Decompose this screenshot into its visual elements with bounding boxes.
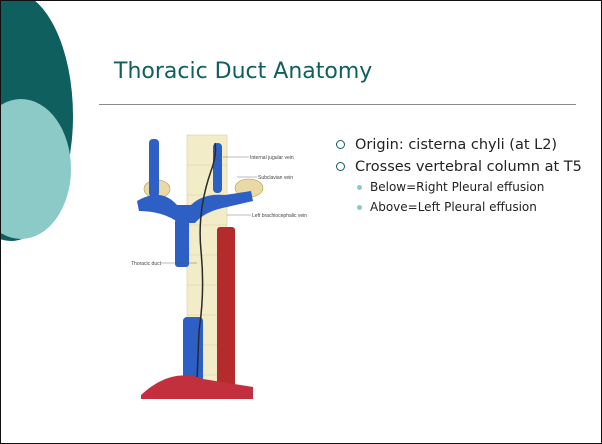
sub-bullet-text: Above=Left Pleural effusion xyxy=(370,200,537,214)
filled-dot-bullet-icon xyxy=(357,185,362,190)
sub-bullet-item: Below=Right Pleural effusion xyxy=(332,180,592,195)
label-left-brachiocephalic-vein: Left brachiocephalic vein xyxy=(252,213,307,219)
bullet-text: Origin: cisterna chyli (at L2) xyxy=(355,137,557,153)
left-jugular-vein xyxy=(149,139,159,197)
slide-title: Thoracic Duct Anatomy xyxy=(114,59,372,84)
bullet-text: Crosses vertebral column at T5 xyxy=(355,159,582,175)
filled-dot-bullet-icon xyxy=(357,205,362,210)
aorta xyxy=(217,227,235,387)
thoracic-duct-anatomy-figure: Internal jugular vein Subclavian vein Le… xyxy=(131,131,331,399)
sub-bullet-item: Above=Left Pleural effusion xyxy=(332,200,592,215)
right-jugular-vein xyxy=(213,143,222,193)
superior-vena-cava xyxy=(175,219,189,267)
hollow-circle-bullet-icon xyxy=(336,162,345,171)
sub-bullet-text: Below=Right Pleural effusion xyxy=(370,180,544,194)
title-divider xyxy=(99,104,576,105)
bullet-list: Origin: cisterna chyli (at L2) Crosses v… xyxy=(332,136,592,220)
bullet-item: Origin: cisterna chyli (at L2) xyxy=(332,136,592,154)
hollow-circle-bullet-icon xyxy=(336,140,345,149)
label-subclavian-vein: Subclavian vein xyxy=(258,175,293,181)
label-internal-jugular-vein: Internal jugular vein xyxy=(250,155,294,161)
diaphragm xyxy=(141,375,253,399)
bullet-item: Crosses vertebral column at T5 xyxy=(332,158,592,176)
label-thoracic-duct: Thoracic duct xyxy=(131,261,162,267)
